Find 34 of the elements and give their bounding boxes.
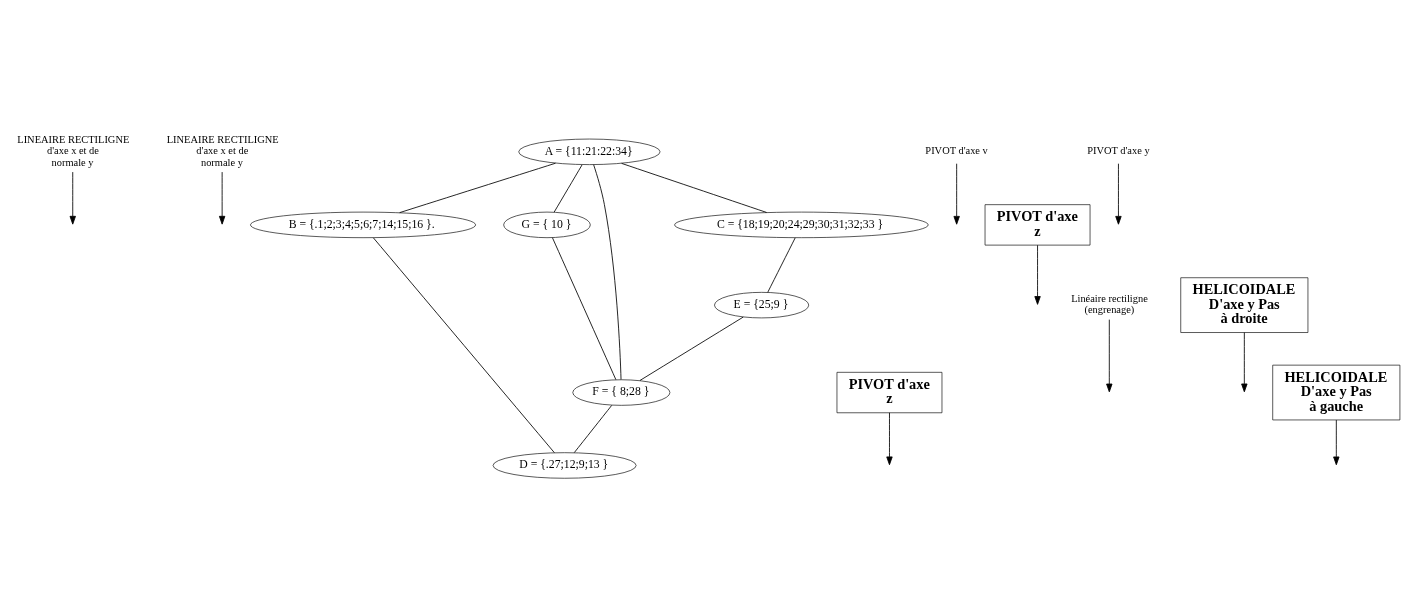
arrow [1034,244,1041,305]
node-text: PIVOT d'axe v [925,145,988,157]
node-ellipse: G = { 10 } [503,211,591,238]
arrow [1333,419,1340,466]
connector [639,316,744,381]
node-ellipse: C = {18;19;20;24;29;30;31;32;33 } [674,211,929,238]
node-text: LINEAIRE RECTILIGNE d'axe x et de normale y [17,133,130,169]
node-text: LINEAIRE RECTILIGNE d'axe x et de normale y [166,133,279,169]
arrow [953,163,960,225]
node-text: Linéaire rectiligne (engrenage) [1071,292,1148,316]
node-box: HELICOIDALE D'axe y Pas à droite [1180,277,1309,333]
node-box: HELICOIDALE D'axe y Pas à gauche [1272,364,1401,421]
arrow [1106,319,1113,393]
connector [553,164,583,213]
connector [573,404,613,454]
connector [399,162,556,214]
connector [767,237,796,293]
connector [373,237,555,454]
node-box: PIVOT d'axe z [984,204,1091,246]
connector [593,164,622,380]
node-ellipse: A = {11:21:22:34} [518,138,661,165]
node-ellipse: B = {.1;2;3;4;5;6;7;14;15;16 }. [250,211,476,238]
arrow [886,412,893,466]
node-text: PIVOT d'axe y [1087,145,1150,157]
arrow [1241,332,1248,393]
node-ellipse: E = {25;9 } [714,292,810,319]
connector [552,237,617,381]
arrow [69,171,76,225]
arrow [1115,163,1122,225]
connector [621,162,768,213]
node-box: PIVOT d'axe z [836,372,943,414]
node-ellipse: D = {.27;12;9;13 } [492,452,637,479]
arrow [218,171,226,225]
node-ellipse: F = { 8;28 } [572,379,671,406]
